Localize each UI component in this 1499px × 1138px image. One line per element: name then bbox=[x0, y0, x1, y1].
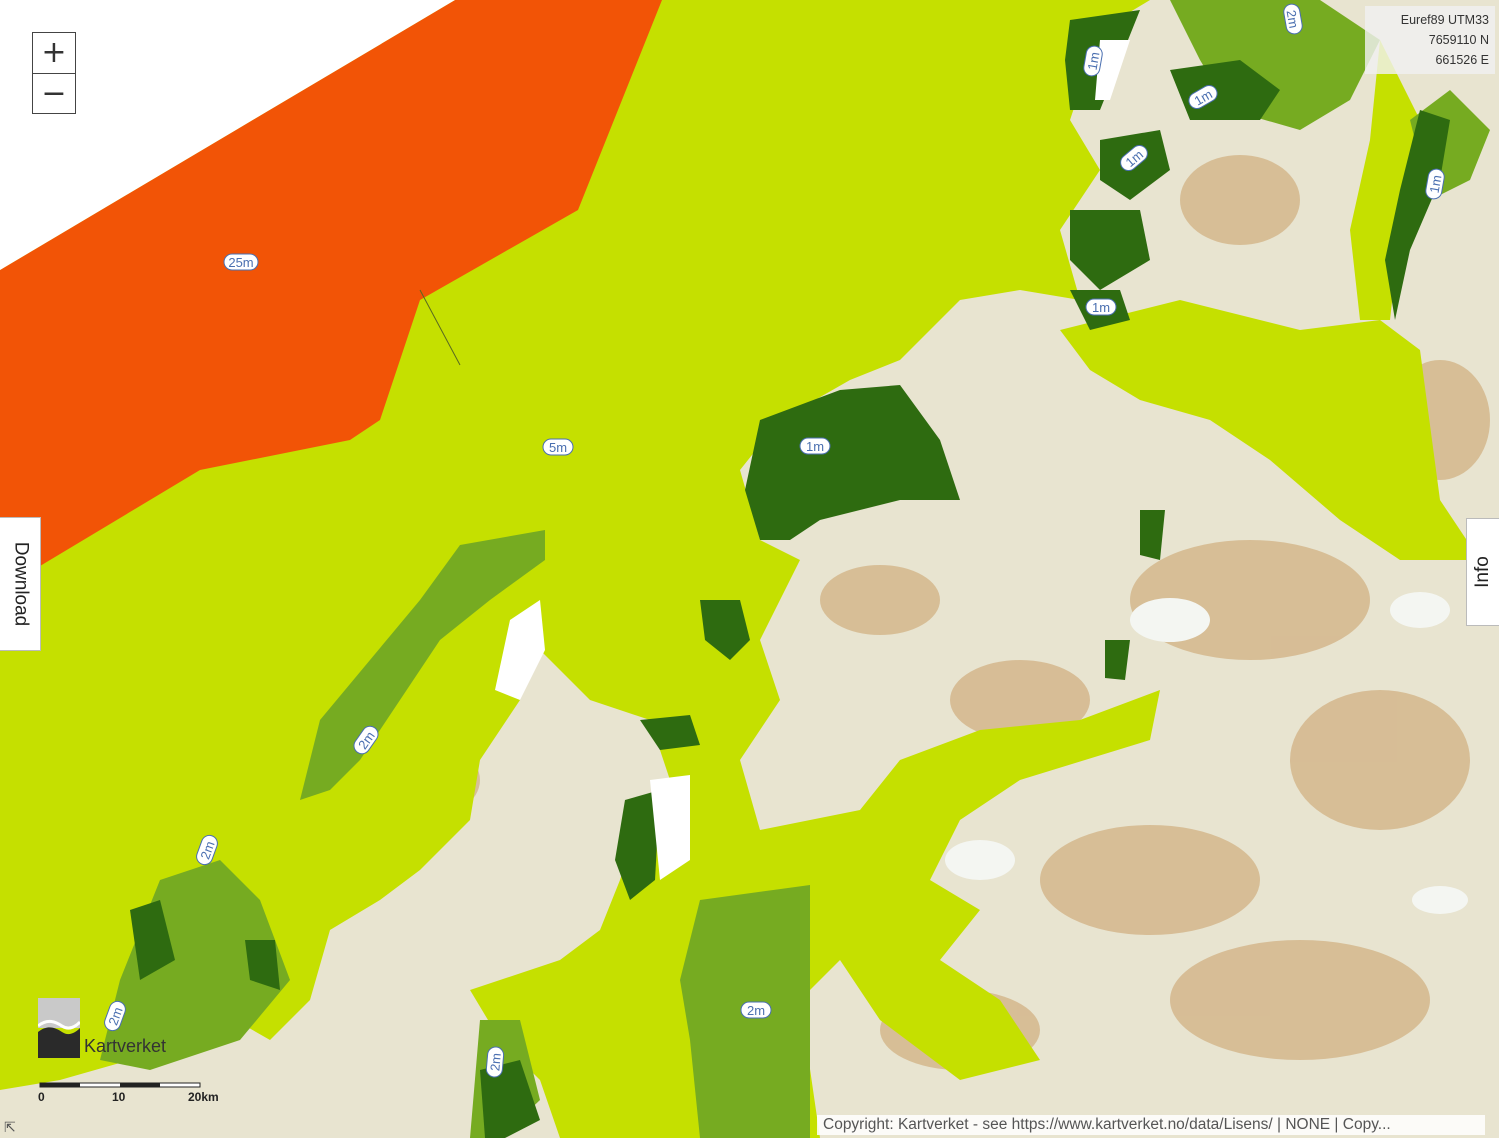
map-label-1m: 1m bbox=[1083, 45, 1103, 77]
scale-label-0: 0 bbox=[38, 1090, 45, 1104]
kartverket-logo-icon bbox=[38, 998, 80, 1058]
svg-text:2m: 2m bbox=[487, 1052, 504, 1071]
map-label-5m: 5m bbox=[542, 438, 574, 456]
coordinate-easting: 661526 E bbox=[1435, 53, 1489, 67]
map-label-1m: 1m bbox=[1085, 298, 1117, 316]
coordinate-system: Euref89 UTM33 bbox=[1400, 13, 1489, 27]
svg-text:5m: 5m bbox=[549, 440, 567, 455]
map-label-2m: 2m bbox=[196, 834, 218, 866]
svg-text:2m: 2m bbox=[197, 839, 217, 861]
map-label-2m: 2m bbox=[740, 1001, 772, 1019]
expand-icon[interactable]: ⇱ bbox=[4, 1119, 16, 1135]
zoom-control: + − bbox=[32, 32, 76, 114]
map-label-25m: 25m bbox=[223, 253, 259, 271]
scale-bar: 0 10 20km bbox=[38, 1078, 219, 1108]
map-label-2m: 2m bbox=[353, 725, 379, 755]
depth-zone-25m[interactable] bbox=[0, 0, 662, 590]
unmapped-areas bbox=[0, 0, 1130, 880]
info-tab-label: Info bbox=[1471, 556, 1493, 588]
map-label-1m: 1m bbox=[1425, 168, 1445, 200]
scale-bar-graphic bbox=[39, 1082, 201, 1088]
map-label-1m: 1m bbox=[1188, 85, 1218, 109]
download-tab[interactable]: Download bbox=[0, 517, 41, 651]
attribution-text: Copyright: Kartverket - see https://www.… bbox=[817, 1115, 1485, 1135]
zoom-in-button[interactable]: + bbox=[33, 33, 75, 73]
svg-text:1m: 1m bbox=[1427, 174, 1445, 194]
svg-text:2m: 2m bbox=[747, 1003, 765, 1018]
zone-boundary-line bbox=[419, 289, 461, 366]
map-label-2m: 2m bbox=[1283, 3, 1303, 35]
kartverket-logo: Kartverket bbox=[38, 998, 198, 1058]
depth-zone-5m-channel-north bbox=[1060, 300, 1480, 560]
depth-zone-1m[interactable] bbox=[130, 10, 1450, 1138]
kartverket-logo-text: Kartverket bbox=[84, 1036, 167, 1056]
info-tab[interactable]: Info bbox=[1466, 518, 1499, 626]
svg-text:1m: 1m bbox=[1092, 300, 1110, 315]
coordinate-northing: 7659110 N bbox=[1428, 33, 1489, 47]
svg-text:2m: 2m bbox=[1284, 9, 1302, 29]
coordinate-readout: Euref89 UTM33 7659110 N 661526 E bbox=[1365, 6, 1495, 74]
map-label-1m: 1m bbox=[799, 437, 831, 455]
svg-text:1m: 1m bbox=[1085, 51, 1103, 71]
svg-text:25m: 25m bbox=[228, 255, 253, 270]
svg-text:1m: 1m bbox=[806, 439, 824, 454]
scale-label-10: 10 bbox=[112, 1090, 126, 1104]
depth-zone-5m-channel-east bbox=[1350, 40, 1420, 320]
map-label-2m: 2m bbox=[485, 1046, 505, 1078]
map-label-2m: 2m bbox=[104, 1000, 126, 1032]
download-tab-label: Download bbox=[10, 541, 31, 627]
svg-text:2m: 2m bbox=[105, 1005, 125, 1027]
zoom-out-button[interactable]: − bbox=[33, 73, 75, 113]
scale-label-20km: 20km bbox=[188, 1090, 219, 1104]
